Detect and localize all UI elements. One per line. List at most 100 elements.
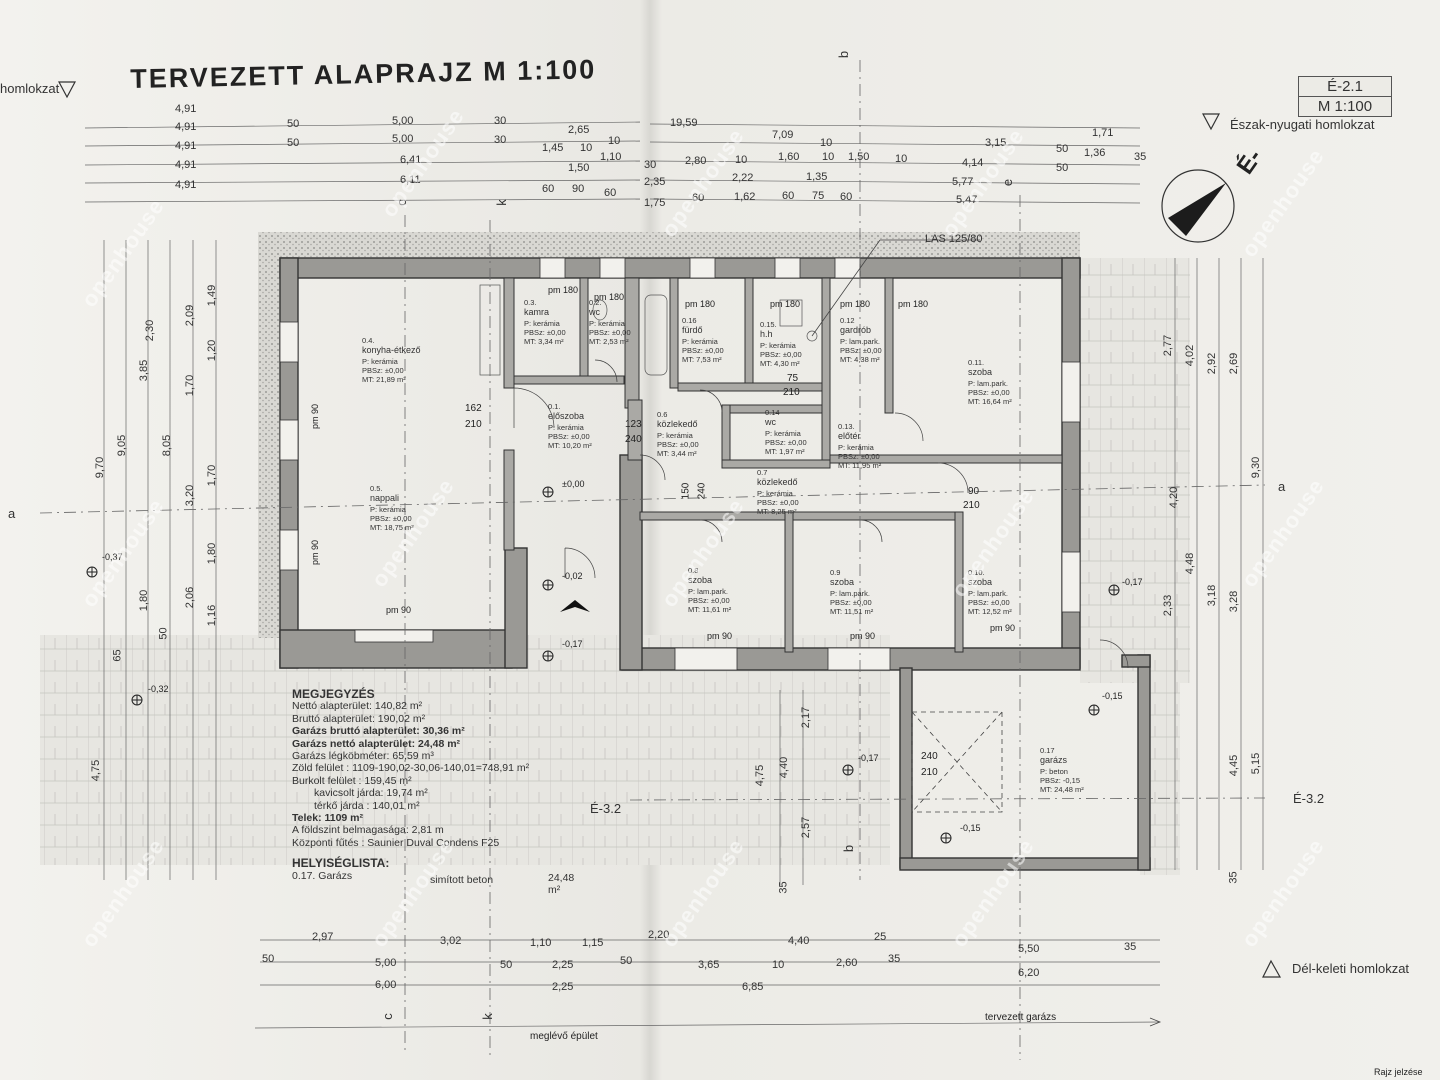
- dim-text: 35: [777, 881, 790, 894]
- dim-text: 65: [111, 649, 124, 662]
- dim-text: 1,10: [600, 151, 622, 163]
- dim-text: 10: [735, 154, 748, 166]
- elevation-marker-nw: [1202, 113, 1220, 131]
- garage-walls: [899, 654, 1151, 871]
- dim-text: 30: [644, 159, 657, 171]
- level-marker-cross: [1109, 585, 1119, 595]
- dim-text: 5,15: [1250, 752, 1263, 775]
- opening-label: 123: [625, 419, 642, 430]
- level-value: ±0,00: [562, 479, 585, 489]
- dim-text: 60: [604, 187, 617, 199]
- level-value: -0,02: [562, 571, 583, 581]
- dim-text: 6,20: [1018, 967, 1040, 979]
- dim-text: 2,92: [1206, 352, 1219, 375]
- dim-text: 60: [840, 191, 853, 203]
- garage-door-symbol: [911, 711, 1003, 813]
- dim-text: 25: [874, 931, 887, 943]
- dim-text: 5,77: [952, 176, 974, 188]
- dim-text: 3,18: [1206, 584, 1219, 607]
- dim-text: 1,15: [582, 937, 604, 949]
- gravel-north: [258, 232, 1080, 260]
- level-marker-cross: [543, 580, 553, 590]
- note-line: Zöld felület : 1109-190,02-30,06-140,01=…: [292, 762, 530, 775]
- dim-text: 9,05: [116, 434, 129, 457]
- level-value: -0,17: [562, 639, 583, 649]
- dim-text: 7,09: [772, 129, 794, 141]
- las-label: LAS 125/80: [925, 233, 983, 245]
- note-line: Garázs légköbméter: 65,59 m³: [292, 750, 434, 763]
- dim-text: 1,75: [644, 197, 666, 209]
- dim-text: 1,20: [206, 339, 219, 362]
- dim-text: 4,91: [175, 179, 197, 191]
- dim-text: 1,50: [568, 162, 590, 174]
- sheet-badge: É-2.1 M 1:100: [1298, 76, 1392, 117]
- note-line: Nettó alapterület: 140,82 m²: [292, 700, 423, 713]
- north-arrow-icon: [1161, 169, 1235, 243]
- level-value: -0,32: [148, 684, 169, 694]
- dim-text: 2,06: [184, 586, 197, 609]
- dim-text: 35: [1227, 871, 1240, 884]
- opening-label: pm 90: [990, 623, 1016, 633]
- section-e32-left: É-3.2: [590, 801, 622, 816]
- elevation-left-label: homlokzat: [0, 81, 60, 96]
- windows: [279, 257, 1081, 671]
- level-marker-cross: [1089, 705, 1099, 715]
- dim-text: 35: [888, 953, 901, 965]
- dim-text: 2,57: [800, 816, 813, 839]
- dim-text: 50: [287, 137, 300, 149]
- section-c-bottom: c: [379, 1013, 395, 1020]
- dim-text: 4,91: [175, 121, 197, 133]
- dimension-lines: [84, 121, 1264, 1029]
- dim-text: 9,70: [94, 456, 107, 479]
- opening-label: pm 180: [594, 292, 625, 302]
- dim-text: 35: [1134, 151, 1147, 163]
- dim-text: 10: [820, 137, 833, 149]
- opening-label: pm 90: [707, 631, 733, 641]
- entrance-arrow-icon: [560, 600, 590, 612]
- dim-text: 2,25: [552, 981, 574, 993]
- section-b-bottom: b: [841, 844, 857, 853]
- dim-text: 50: [1056, 143, 1069, 155]
- dim-text: 1,70: [184, 374, 197, 397]
- dim-text: 4,40: [788, 935, 810, 947]
- opening-label: 150: [680, 482, 692, 500]
- level-value: -0,15: [1102, 691, 1123, 701]
- note-line: Bruttó alapterület: 190,02 m²: [292, 712, 426, 725]
- room-list-heading: HELYISÉGLISTA:: [292, 856, 390, 871]
- section-e-top: e: [1000, 178, 1016, 187]
- dim-text: 2,97: [312, 931, 334, 943]
- opening-label: 162: [465, 403, 482, 414]
- dim-text: 60: [542, 183, 555, 195]
- notes-heading: MEGJEGYZÉS: [292, 687, 375, 701]
- dim-text: 2,60: [836, 957, 858, 969]
- dim-text: 1,71: [1092, 127, 1114, 139]
- level-value: -0,17: [858, 753, 879, 763]
- dim-text: 9,30: [1250, 456, 1263, 479]
- opening-label: 90: [968, 486, 980, 497]
- dim-text: 75: [812, 190, 825, 202]
- dim-text: 2,20: [648, 929, 670, 941]
- dim-text: 2,33: [1162, 594, 1175, 617]
- dim-text: 3,02: [440, 935, 462, 947]
- note-line: Telek: 1109 m²: [292, 812, 364, 825]
- opening-label: 240: [696, 482, 708, 500]
- paving-right: [1080, 258, 1190, 683]
- level-value: -0,17: [1122, 577, 1143, 587]
- section-k-bottom: k: [479, 1013, 495, 1020]
- opening-label: 240: [625, 434, 642, 445]
- opening-label: pm 90: [386, 605, 412, 615]
